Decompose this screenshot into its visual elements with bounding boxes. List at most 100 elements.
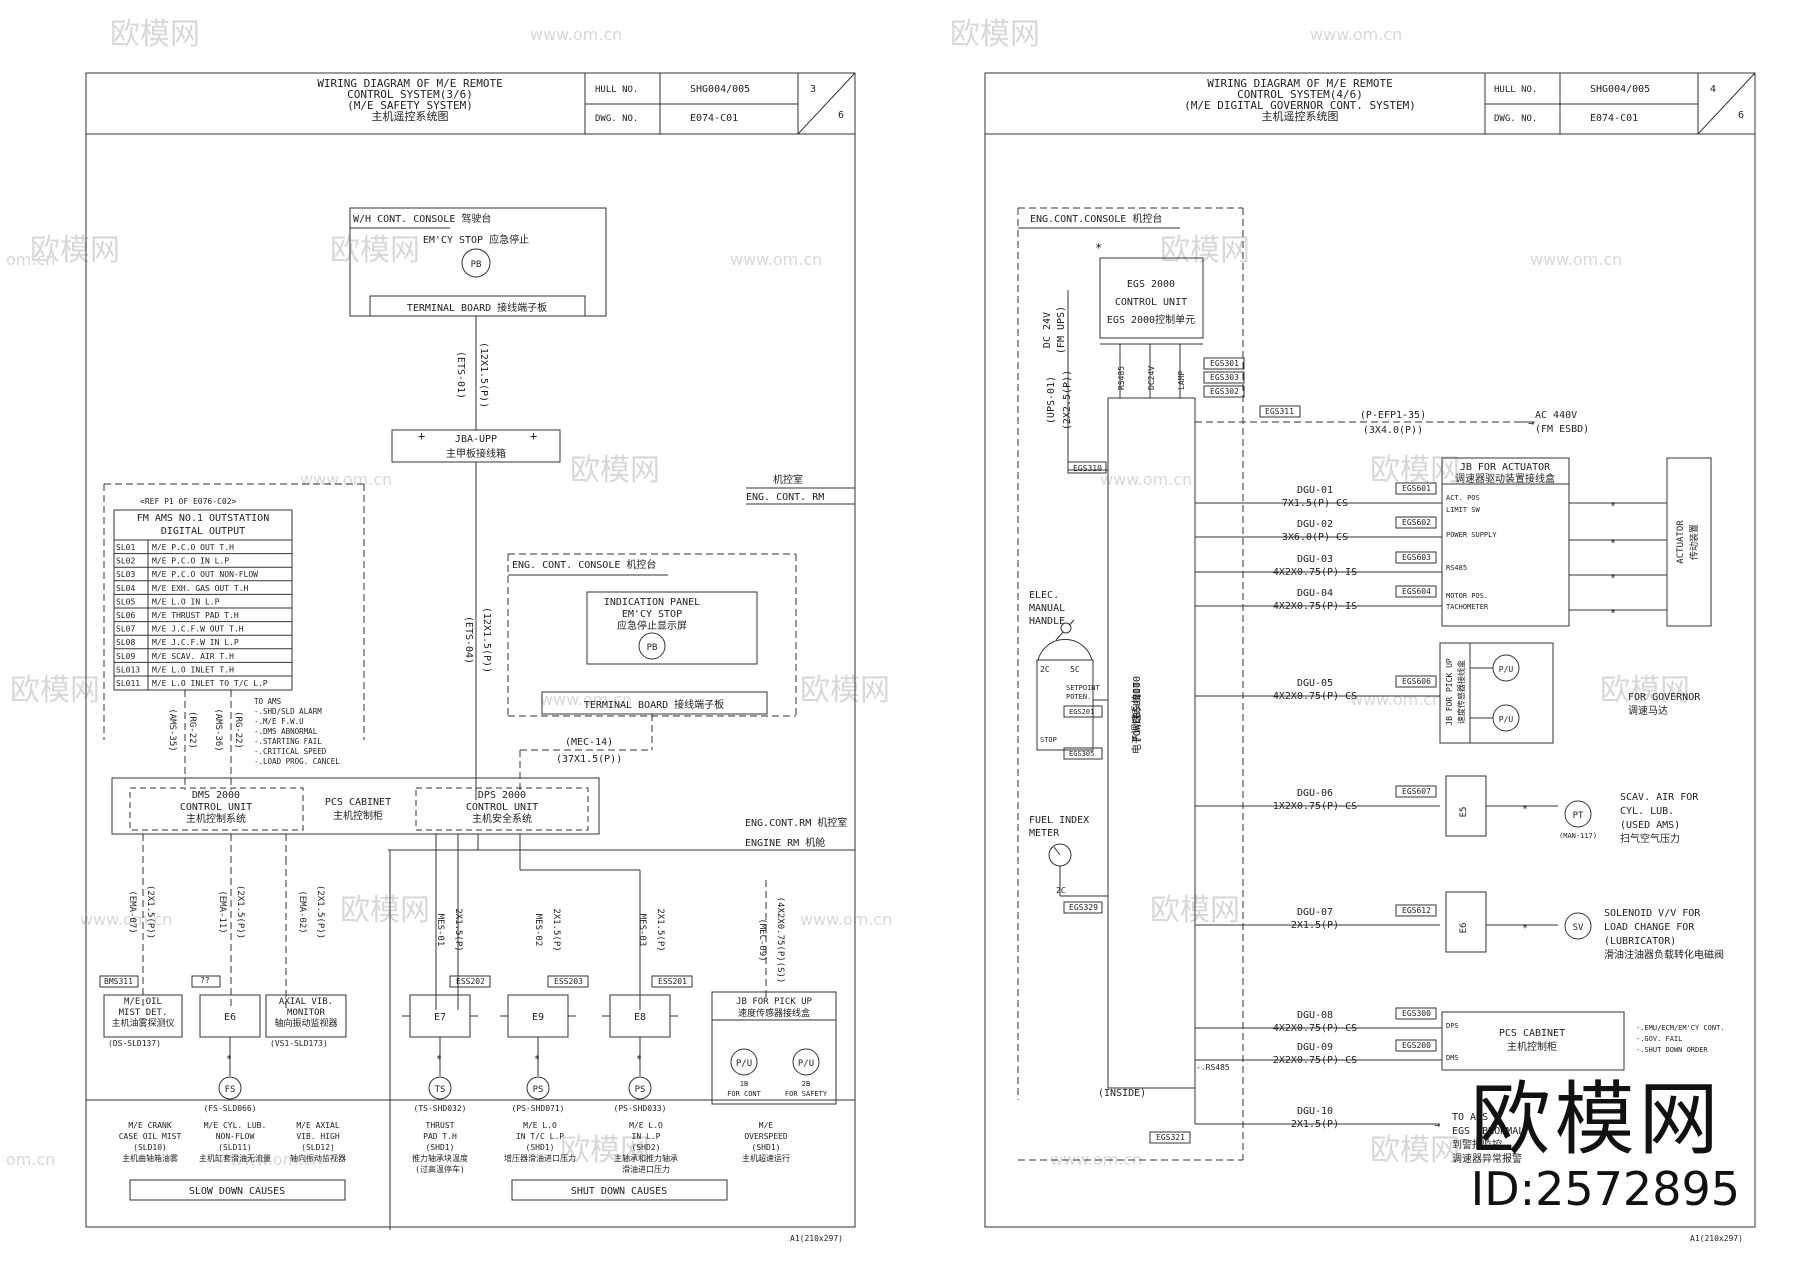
label: EGS329 — [1069, 903, 1098, 912]
box — [1067, 461, 1107, 474]
logo-watermark: 欧模网 — [1600, 673, 1690, 708]
label: DGU-07 — [1297, 907, 1333, 918]
url-watermark: www.om.cn — [1310, 25, 1402, 44]
label: TO AMS — [254, 697, 282, 706]
label: A1(210x297) — [790, 1234, 843, 1243]
label: LOAD CHANGE FOR — [1604, 922, 1695, 933]
label: ESS201 — [658, 977, 687, 986]
label: (MEC-14) — [565, 737, 613, 748]
label: 主机控制柜 — [1507, 1040, 1557, 1053]
label: JB FOR PICK UP — [736, 997, 812, 1007]
label: JBA-UPP — [455, 434, 497, 445]
pin-label: DC24V — [1147, 366, 1156, 390]
label: SHUT DOWN CAUSES — [571, 1186, 667, 1197]
corner-brand: 欧模网 — [1470, 1073, 1723, 1166]
label: SOLENOID V/V FOR — [1604, 908, 1701, 919]
cause-text: (SLD12) — [301, 1143, 335, 1152]
label: DGU-06 — [1297, 788, 1333, 799]
label: -.SHD/SLD ALARM — [254, 707, 322, 716]
title-line: CONTROL SYSTEM(3/6) — [347, 88, 473, 101]
cause-text: OVERSPEED — [744, 1132, 788, 1141]
label: DPS 2000 — [478, 790, 526, 801]
pb-button — [638, 632, 666, 660]
label: 2B — [802, 1080, 810, 1088]
label: SHG004/005 — [690, 84, 750, 95]
table-cell: SL09 — [116, 652, 135, 661]
box — [99, 975, 139, 988]
cause-text: (SLD11) — [218, 1143, 252, 1152]
label: -.RS485 — [1196, 1063, 1230, 1072]
label: (PS-SHD033) — [614, 1104, 667, 1113]
power-unit-label: POWER UNIT — [1132, 682, 1143, 742]
label: (MEC-09) — [757, 918, 767, 961]
label: (FS-SLD066) — [204, 1104, 257, 1113]
label: * — [1522, 923, 1528, 934]
cause-text: PAD T.H — [423, 1132, 457, 1141]
label: METER — [1029, 828, 1060, 839]
label: (12X1.5(P)) — [478, 342, 489, 408]
corner-watermark: 欧模网 ID:2572895 — [1470, 1073, 1740, 1217]
label: POTEN. — [1066, 693, 1091, 701]
indication-panel — [586, 591, 758, 665]
label: DWG. NO. — [1494, 114, 1537, 124]
label: HULL NO. — [1494, 85, 1537, 95]
label: 5C — [1070, 665, 1080, 674]
label: 2C — [1056, 886, 1066, 895]
label: (TS-SHD032) — [414, 1104, 467, 1113]
sensor-symbol — [628, 1076, 652, 1100]
label: HANDLE — [1029, 616, 1065, 627]
label: EGS606 — [1402, 677, 1431, 686]
fs-switch — [218, 1076, 242, 1100]
egs-power-unit — [1107, 397, 1196, 1089]
label: + — [418, 429, 425, 443]
label: P/U — [736, 1059, 752, 1069]
label: MES-03 — [637, 914, 647, 947]
label: TS — [435, 1085, 446, 1095]
logo-watermark: 欧模网 — [800, 673, 890, 708]
table-cell: SL02 — [116, 557, 135, 566]
url-watermark: om.cn — [6, 250, 55, 269]
sensor-symbol — [526, 1076, 550, 1100]
url-watermark: www.om.cn — [800, 910, 892, 929]
label: DGU-10 — [1297, 1106, 1333, 1117]
box — [191, 975, 221, 988]
label: DWG. NO. — [595, 114, 638, 124]
label: SLOW DOWN CAUSES — [189, 1186, 285, 1197]
label: MONITOR — [287, 1008, 326, 1018]
label: DGU-09 — [1297, 1042, 1333, 1053]
label: <REF P1 OF E076-C02> — [140, 497, 237, 506]
pin-label: RS485 — [1117, 366, 1126, 390]
label: EGS 2000 — [1127, 279, 1175, 290]
cause-text: THRUST — [426, 1121, 455, 1130]
table-cell: SL05 — [116, 597, 135, 606]
label: -.LOAD PROG. CANCEL — [254, 757, 340, 766]
label: CONTROL UNIT — [1115, 297, 1187, 308]
label: EGS305 — [1069, 750, 1094, 758]
sv-solenoid — [1564, 912, 1592, 940]
table-cell: SL04 — [116, 584, 135, 593]
label: (RG-22) — [187, 711, 197, 749]
label: 1X2X0.75(P)-CS — [1273, 801, 1357, 812]
label: W/H CONT. CONSOLE 驾驶台 — [353, 212, 491, 225]
power-unit-label: 电子调速系统 — [1130, 694, 1143, 754]
label: * — [1610, 538, 1616, 549]
label: (AMS-36) — [213, 708, 223, 751]
label: P/U — [798, 1059, 814, 1069]
label: EGS607 — [1402, 787, 1431, 796]
cause-text: (过高温停车) — [415, 1164, 465, 1174]
label: -.EMU/ECM/EM'CY CONT. — [1636, 1024, 1725, 1032]
label: DIGITAL OUTPUT — [161, 526, 245, 537]
box — [651, 975, 693, 988]
title-line: (M/E DIGITAL GOVERNOR CONT. SYSTEM) — [1184, 99, 1416, 112]
cause-text: IN L.P — [632, 1132, 661, 1141]
box — [1259, 405, 1301, 418]
box-label: E7 — [434, 1012, 446, 1023]
actuator — [1666, 457, 1712, 627]
label: BMS311 — [104, 977, 133, 986]
cause-text: VIB. HIGH — [296, 1132, 340, 1141]
label: * — [636, 1054, 642, 1065]
cause-text: CASE OIL MIST — [119, 1132, 182, 1141]
label: 主机油雾探测仪 — [111, 1017, 174, 1029]
label: -.M/E F.W.U — [254, 717, 304, 726]
label: + — [530, 429, 537, 443]
